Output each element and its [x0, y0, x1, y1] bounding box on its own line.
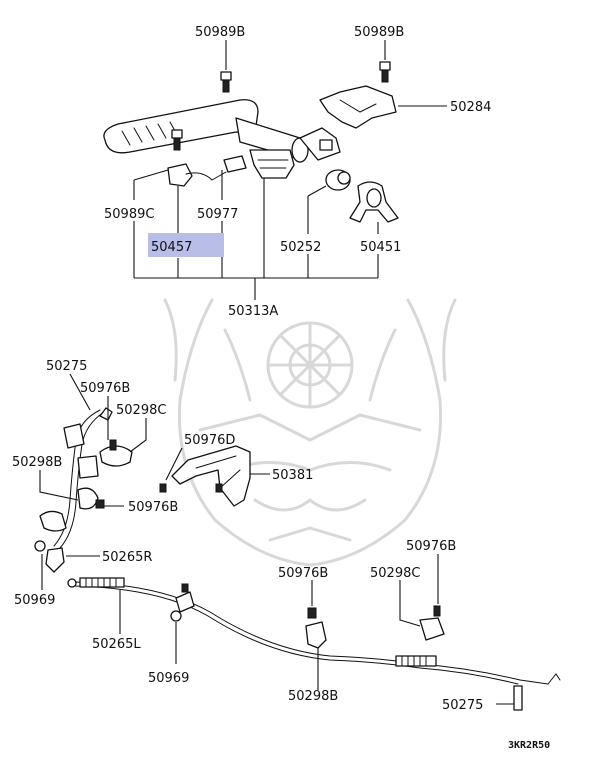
label-50284[interactable]: 50284 [450, 100, 491, 115]
bolt-50976d [159, 483, 167, 493]
nut-50969-right [170, 610, 182, 622]
label-50298c-1[interactable]: 50298C [116, 403, 166, 418]
label-50252[interactable]: 50252 [280, 240, 321, 255]
label-50451[interactable]: 50451 [360, 240, 401, 255]
bolt-50989b-left [220, 71, 232, 93]
bolt-50989b-right [379, 61, 391, 83]
label-50313a[interactable]: 50313A [228, 304, 278, 319]
switch-50457 [167, 163, 193, 187]
cable-50265l [73, 581, 549, 685]
label-50977[interactable]: 50977 [197, 207, 238, 222]
clip-50298b-mid [305, 621, 327, 649]
label-50298c-2[interactable]: 50298C [370, 566, 420, 581]
label-50265r[interactable]: 50265R [102, 550, 152, 565]
highlight-50457 [148, 233, 224, 257]
lever-handle [103, 99, 259, 154]
nut-50969-left [34, 540, 46, 552]
part-labels: 50989B 50989B 50284 50989C 50977 50457 5… [12, 25, 491, 713]
label-50969-1[interactable]: 50969 [14, 593, 55, 608]
clip-50298c-right [419, 617, 445, 641]
label-50265l[interactable]: 50265L [92, 637, 141, 652]
label-50976b-1[interactable]: 50976B [80, 381, 130, 396]
bracket-50284 [319, 85, 397, 129]
label-50969-2[interactable]: 50969 [148, 671, 189, 686]
parking-brake-lever-assembly [103, 61, 399, 223]
label-50381[interactable]: 50381 [272, 468, 313, 483]
lower-leader-lines [39, 373, 514, 705]
label-50298b-2[interactable]: 50298B [288, 689, 338, 704]
diagram-code: 3KR2R50 [508, 740, 550, 751]
bolt-50989c [171, 129, 183, 151]
clamp-50298b-left [77, 455, 99, 479]
label-50976b-3[interactable]: 50976B [406, 539, 456, 554]
label-50275-top[interactable]: 50275 [46, 359, 87, 374]
rear-cable-left-assembly [67, 577, 561, 711]
label-50989c[interactable]: 50989C [104, 207, 154, 222]
top-leader-lines [133, 40, 447, 300]
lever-base [249, 149, 295, 179]
label-50976b-4[interactable]: 50976B [278, 566, 328, 581]
label-50989b-left[interactable]: 50989B [195, 25, 245, 40]
label-50298b-1[interactable]: 50298B [12, 455, 62, 470]
rear-cable-right-assembly [34, 407, 133, 573]
watermark-emblem [163, 298, 457, 567]
label-50989b-right[interactable]: 50989B [354, 25, 404, 40]
label-50457[interactable]: 50457 [151, 240, 192, 255]
connector-50977 [223, 155, 247, 173]
pin-50275 [513, 685, 523, 711]
label-50976d[interactable]: 50976D [184, 433, 235, 448]
label-50275-bottom[interactable]: 50275 [442, 698, 483, 713]
bracket-50381 [159, 445, 251, 507]
label-50976b-2[interactable]: 50976B [128, 500, 178, 515]
